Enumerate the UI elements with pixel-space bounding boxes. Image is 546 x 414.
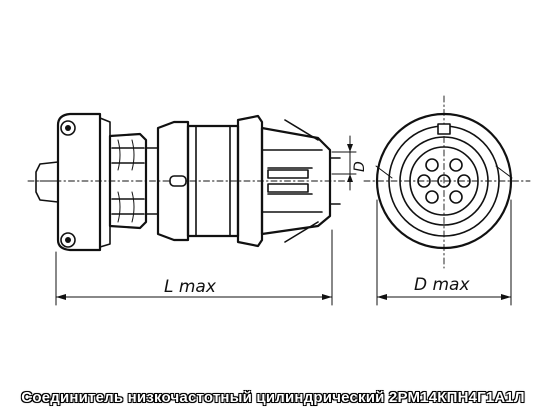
knurl-groove-b — [117, 191, 121, 223]
front-diameter-label: D max — [414, 275, 470, 295]
knurl-groove-a — [117, 139, 121, 171]
body-slot — [169, 175, 187, 187]
mounting-flange — [56, 112, 102, 252]
clamp-body — [260, 126, 332, 236]
dmax-arrow-right — [501, 294, 511, 300]
back-shell — [236, 114, 264, 248]
front-slash-1 — [375, 165, 393, 179]
caption: Соединитель низкочастотный цилиндрически… — [21, 388, 525, 406]
mount-hole-bottom-center — [65, 237, 71, 243]
cable-outlet — [329, 157, 341, 205]
mount-hole-bottom — [60, 232, 76, 248]
coupling-nut — [108, 132, 148, 230]
pin-5 — [425, 190, 439, 204]
front-view: D max — [363, 95, 531, 306]
d-arrow-bottom — [347, 174, 353, 182]
length-label: L max — [164, 277, 217, 297]
flange-edge — [99, 117, 111, 248]
pin-center — [437, 174, 451, 188]
clamp-screw-bottom — [267, 183, 309, 193]
knurl-groove-c — [131, 139, 135, 171]
pin-4 — [457, 174, 471, 188]
pin-2 — [449, 158, 463, 172]
pin-6 — [449, 190, 463, 204]
front-ring-4 — [409, 146, 479, 216]
pin-1 — [425, 158, 439, 172]
front-outer-circle — [375, 112, 513, 250]
clamp-screw-top — [267, 169, 309, 179]
knurl-groove-d — [131, 191, 135, 223]
dmax-arrow-left — [377, 294, 387, 300]
pin-group — [417, 158, 471, 204]
clamp-bracket — [284, 119, 319, 243]
front-ring-3 — [399, 136, 489, 226]
d-arrow-top — [347, 144, 353, 152]
l-arrow-left — [56, 294, 66, 300]
front-key-notch — [437, 123, 451, 135]
mount-hole-top — [60, 120, 76, 136]
front-slash-2 — [495, 165, 513, 179]
side-diameter-label: D — [352, 161, 368, 172]
pin-3 — [417, 174, 431, 188]
mount-hole-top-center — [65, 125, 71, 131]
main-body — [156, 120, 190, 242]
rear-nub — [35, 161, 59, 203]
side-view: D L max — [27, 112, 368, 306]
l-arrow-right — [322, 294, 332, 300]
